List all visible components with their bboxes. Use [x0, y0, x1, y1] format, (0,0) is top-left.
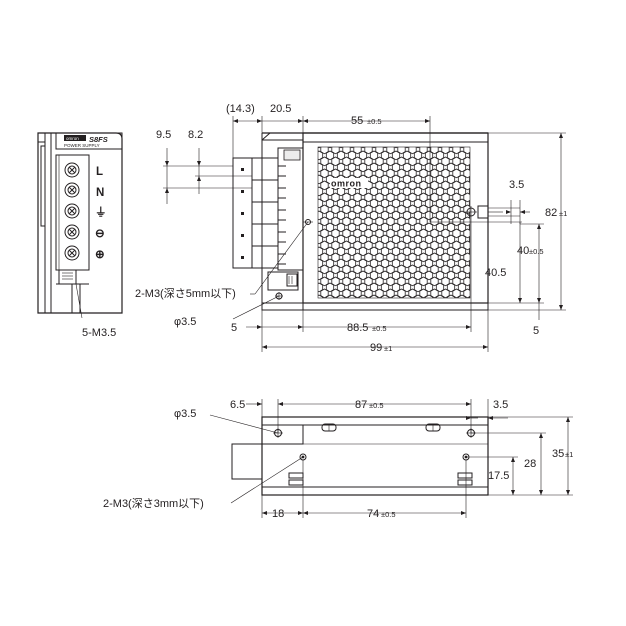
dim-6-5: 6.5 [230, 399, 245, 411]
dim-40-tol: ±0.5 [529, 247, 544, 256]
dim-87: 87 [355, 399, 367, 411]
dim-3-5-bottom: 3.5 [493, 399, 508, 411]
dim-40-5: 40.5 [485, 267, 506, 279]
dim-82: 82 [545, 207, 557, 219]
front-label-brand: omron [66, 136, 79, 141]
dim-28: 28 [524, 458, 536, 470]
dim-phi-3-5-side: φ3.5 [174, 316, 196, 328]
dim-35-tol: ±1 [565, 450, 573, 459]
dim-9-5: 9.5 [156, 129, 171, 141]
note-m3-side: 2-M3(深さ5mm以下) [135, 287, 236, 300]
dim-99: 99 [370, 342, 382, 354]
dim-88-5: 88.5 [347, 322, 368, 334]
dim-87-tol: ±0.5 [369, 401, 384, 410]
terminal-screw-5 [64, 245, 80, 261]
bottom-view: 6.5 87 ±0.5 3.5 φ3.5 35 ±1 28 17.5 [103, 399, 573, 520]
dim-5-right: 5 [533, 325, 539, 337]
dim-17-5: 17.5 [488, 470, 509, 482]
dim-40: 40 [517, 245, 529, 257]
dim-14-3: (14.3) [226, 103, 255, 115]
dim-55-tol: ±0.5 [367, 117, 382, 126]
front-label-series: S8FS [89, 135, 108, 144]
dim-20-5: 20.5 [270, 103, 291, 115]
terminal-screws-label: 5-M3.5 [82, 327, 116, 339]
dim-82-tol: ±1 [559, 209, 567, 218]
front-view: omron S8FS POWER SUPPLY L N ⏚ ⊖ ⊕ [37, 132, 123, 339]
terminal-screw-3 [64, 203, 80, 219]
terminal-screw-2 [64, 182, 80, 198]
dim-35: 35 [552, 448, 564, 460]
dim-99-tol: ±1 [384, 344, 392, 353]
note-m3-bottom: 2-M3(深さ3mm以下) [103, 497, 204, 510]
dim-88-5-tol: ±0.5 [372, 324, 387, 333]
dim-5-left: 5 [231, 322, 237, 334]
plus-icon: ⊕ [95, 249, 105, 261]
ground-icon: ⏚ [95, 206, 107, 219]
dim-55: 55 [351, 115, 363, 127]
dim-8-2: 8.2 [188, 129, 203, 141]
terminal-screw-4 [64, 224, 80, 240]
dim-74: 74 [367, 508, 379, 520]
dim-74-tol: ±0.5 [381, 510, 396, 519]
dim-3-5-side: 3.5 [509, 179, 524, 191]
dim-18: 18 [272, 508, 284, 520]
terminal-label-l: L [96, 166, 103, 178]
minus-icon: ⊖ [95, 228, 105, 240]
dim-phi-3-5-bottom: φ3.5 [174, 408, 196, 420]
front-label-product: POWER SUPPLY [64, 143, 100, 148]
side-view: omron [135, 103, 567, 354]
brand-logo: omron [331, 179, 362, 189]
terminal-screw-1 [64, 162, 80, 178]
terminal-label-n: N [96, 187, 104, 199]
